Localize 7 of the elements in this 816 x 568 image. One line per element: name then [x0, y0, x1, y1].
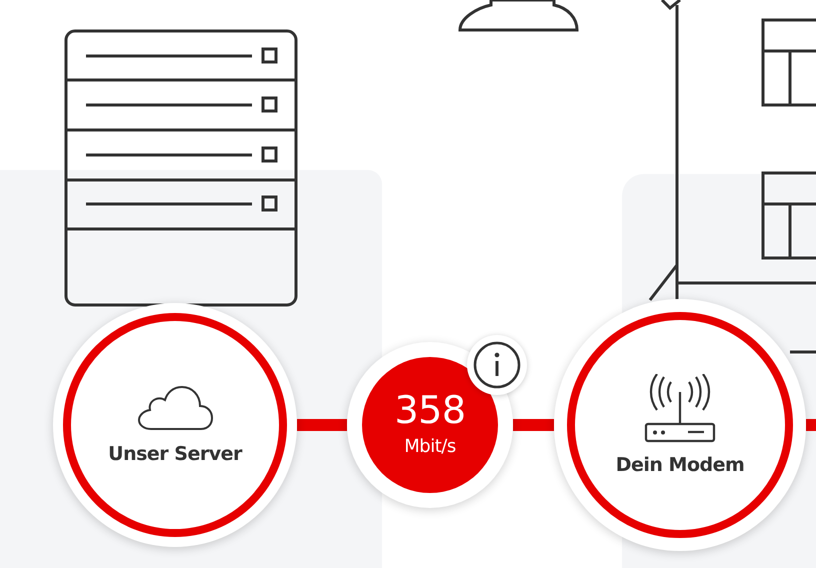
- speed-value: 358: [394, 388, 466, 432]
- node-label: Dein Modem: [616, 454, 744, 476]
- speed-unit: Mbit/s: [404, 436, 456, 456]
- connector-line: [806, 419, 816, 431]
- node-label: Unser Server: [108, 443, 242, 465]
- connector-line: [297, 419, 347, 431]
- connector-line: [513, 419, 554, 431]
